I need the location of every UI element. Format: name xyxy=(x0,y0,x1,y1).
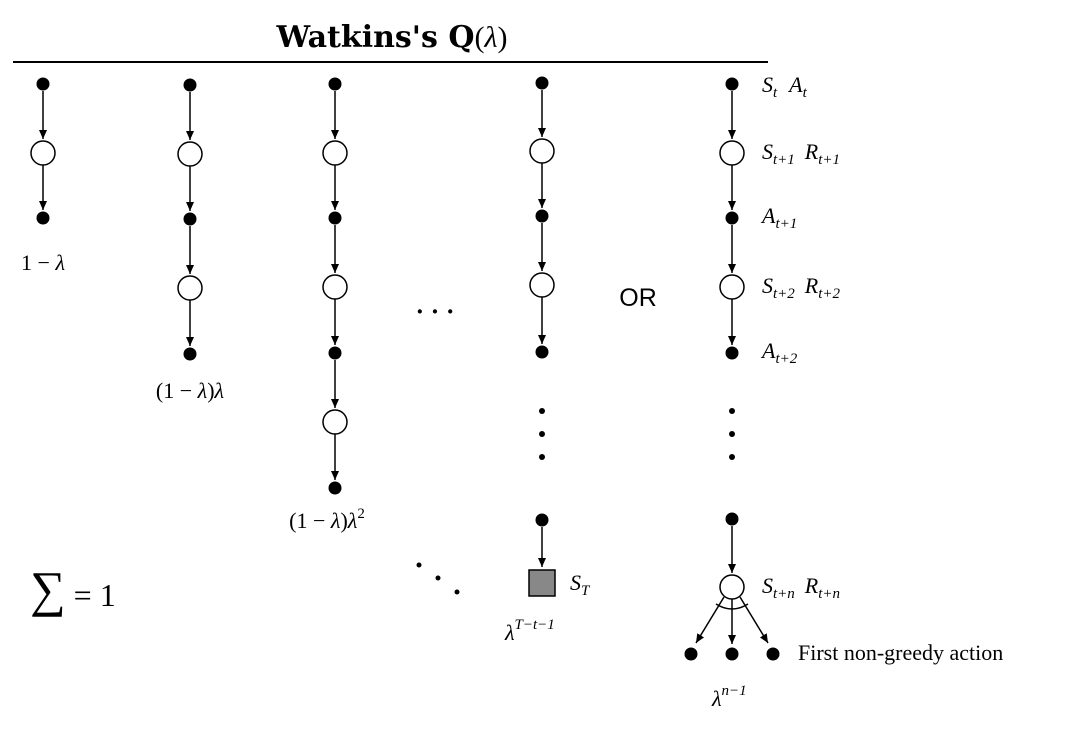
state-node xyxy=(719,274,745,300)
vertical-ellipsis-dot xyxy=(539,431,545,437)
backup-column-terminal xyxy=(528,76,556,597)
weight-label-terminal: λT−t−1 xyxy=(504,617,555,645)
backup-column-3 xyxy=(322,77,348,495)
weight-label-2: (1 − λ)λ xyxy=(156,378,224,403)
diagonal-ellipsis xyxy=(416,562,460,595)
action-node xyxy=(183,347,197,361)
backup-column-nstep xyxy=(684,77,780,661)
state-node xyxy=(322,140,348,166)
action-node xyxy=(725,211,739,225)
vertical-ellipsis-dot xyxy=(729,454,735,460)
vertical-ellipsis-dot xyxy=(729,431,735,437)
state-node xyxy=(30,140,56,166)
diagram-title: Watkins's Q(λ) xyxy=(276,20,508,55)
action-node xyxy=(684,647,698,661)
action-node xyxy=(766,647,780,661)
vertical-ellipsis-dot xyxy=(729,408,735,414)
action-node xyxy=(328,211,342,225)
label-at2: At+2 xyxy=(760,338,798,367)
action-node xyxy=(535,345,549,359)
action-node xyxy=(328,481,342,495)
or-label: OR xyxy=(619,284,657,312)
horizontal-ellipsis: · · · xyxy=(415,297,454,326)
state-node xyxy=(529,138,555,164)
branch-arrow xyxy=(695,596,725,644)
first-non-greedy-label: First non-greedy action xyxy=(798,640,1003,665)
action-node xyxy=(535,209,549,223)
action-node xyxy=(725,77,739,91)
state-node xyxy=(322,409,348,435)
action-node xyxy=(183,78,197,92)
action-node xyxy=(725,647,739,661)
backup-column-1 xyxy=(30,77,56,225)
backup-column-2 xyxy=(177,78,203,361)
state-node xyxy=(322,274,348,300)
action-node xyxy=(36,77,50,91)
action-node xyxy=(36,211,50,225)
action-node xyxy=(183,212,197,226)
branch-arrow xyxy=(739,596,769,644)
terminal-state-node xyxy=(528,569,556,597)
state-node xyxy=(177,141,203,167)
sum-equals-one: ∑ = 1 xyxy=(30,561,116,617)
action-node xyxy=(725,512,739,526)
weight-label-nongreedy: λn−1 xyxy=(711,683,747,711)
action-node xyxy=(328,346,342,360)
vertical-ellipsis-dot xyxy=(539,454,545,460)
vertical-ellipsis-dot xyxy=(539,408,545,414)
state-node xyxy=(719,140,745,166)
state-node xyxy=(177,275,203,301)
action-node xyxy=(535,513,549,527)
action-node xyxy=(535,76,549,90)
action-node xyxy=(328,77,342,91)
terminal-state-label: ST xyxy=(570,570,591,599)
weight-label-3: (1 − λ)λ2 xyxy=(289,506,365,533)
action-node xyxy=(725,346,739,360)
state-node xyxy=(719,574,745,600)
state-node xyxy=(529,272,555,298)
label-at1: At+1 xyxy=(760,203,797,232)
weight-label-1: 1 − λ xyxy=(21,250,65,275)
